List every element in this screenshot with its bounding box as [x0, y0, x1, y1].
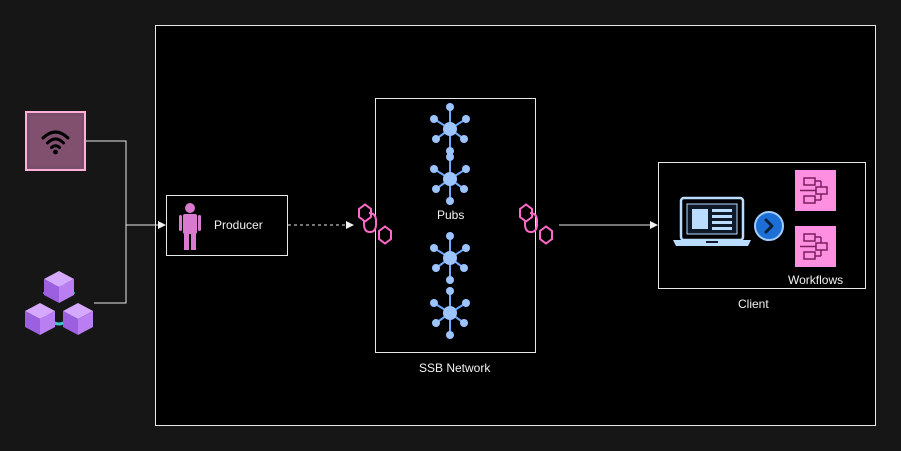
blockchain-to-producer-line	[94, 225, 127, 304]
blockchain-cubes-icon	[25, 271, 93, 335]
hexagon-connector-icon-right	[519, 203, 553, 245]
chevron-right-icon[interactable]	[754, 211, 784, 241]
pubs-label: Pubs	[437, 208, 465, 222]
wifi-icon	[25, 111, 86, 171]
network-hub-icon	[430, 287, 470, 339]
network-hub-icon	[430, 153, 470, 205]
producer-label: Producer	[214, 218, 263, 232]
laptop-icon	[673, 196, 751, 246]
hexagon-connector-icon	[358, 203, 392, 245]
wifi-to-producer-line	[86, 140, 166, 229]
workflows-label: Workflows	[788, 273, 844, 287]
producer-box[interactable]: Producer	[166, 195, 288, 256]
workflow-icon-2[interactable]	[795, 226, 837, 268]
workflow-icon[interactable]	[795, 170, 837, 212]
wifi-device[interactable]	[25, 111, 86, 171]
person-icon	[179, 203, 201, 250]
ssb-network-label: SSB Network	[419, 361, 491, 375]
network-hub-icon	[430, 232, 470, 284]
client-label: Client	[738, 297, 769, 311]
blockchain-node[interactable]	[24, 269, 94, 339]
network-hub-icon	[430, 103, 470, 155]
